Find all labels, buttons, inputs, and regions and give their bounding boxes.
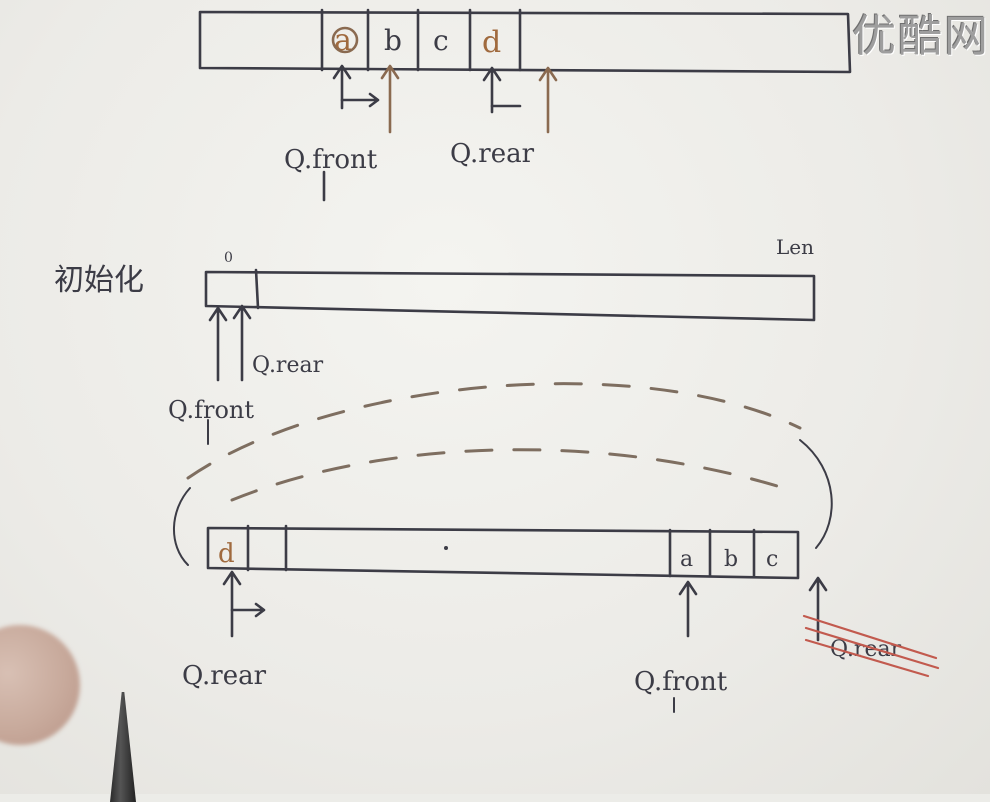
- queue-diagram-3: d a b c Q.rear Q.front Q.rear: [173, 382, 940, 713]
- strike-through-line: [804, 626, 940, 670]
- queue-2-array: [204, 270, 816, 322]
- queue-2-first-cell-divider: [254, 268, 260, 310]
- queue-1-cell-d: d: [482, 25, 501, 60]
- queue-2-rear-arrow: [232, 304, 252, 382]
- queue-3-array: [206, 526, 800, 580]
- removed-element-mark: [331, 26, 359, 54]
- wrap-around-arc-inner: [230, 448, 792, 502]
- queue-1-front-label: Q.front: [284, 145, 378, 175]
- queue-3-rear-arrow: [222, 570, 242, 638]
- strike-through-line: [802, 614, 938, 660]
- video-watermark: 优酷网: [852, 11, 990, 62]
- queue-3-rear-label: Q.rear: [182, 661, 267, 691]
- init-title: 初始化: [54, 263, 144, 298]
- queue-1-cell-b: b: [384, 24, 402, 57]
- queue-3-front-arrow: [678, 580, 698, 638]
- strike-through-line: [804, 638, 930, 678]
- queue-diagram-1: a b c d Q.front Q.rear: [198, 8, 852, 202]
- queue-3-cell-c: c: [766, 547, 778, 572]
- queue-3-rear-move-arrow: [230, 602, 266, 618]
- queue-3-old-rear-arrow: [808, 576, 828, 642]
- queue-1-front-new-arrow: [380, 64, 400, 134]
- queue-1-front-move-arrow: [340, 92, 380, 108]
- queue-3-cell-d: d: [218, 539, 235, 569]
- queue-2-rear-label: Q.rear: [252, 353, 324, 378]
- queue-1-cell-c: c: [433, 24, 449, 57]
- queue-1-rear-new-arrow: [538, 66, 558, 134]
- queue-2-front-arrow: [208, 306, 228, 382]
- wrap-around-bracket-right: [799, 439, 833, 549]
- wrap-around-arc-outer: [186, 382, 802, 480]
- queue-3-front-label: Q.front: [634, 667, 728, 697]
- queue-3-cell-b: b: [724, 547, 738, 572]
- wrap-around-bracket-left: [173, 487, 191, 566]
- queue-1-rear-label: Q.rear: [450, 139, 535, 169]
- queue-1-front-arrow: [332, 64, 352, 110]
- index-last-label: Len: [776, 235, 814, 259]
- queue-1-rear-arrow: [482, 66, 502, 114]
- queue-2-front-label: Q.front: [168, 396, 254, 424]
- queue-1-array: [198, 10, 852, 74]
- stray-dot: [444, 546, 448, 550]
- queue-3-cell-a: a: [680, 547, 693, 572]
- queue-diagram-2: 初始化 0 Len Q.front Q.rear: [54, 235, 816, 445]
- index-first-label: 0: [224, 250, 233, 266]
